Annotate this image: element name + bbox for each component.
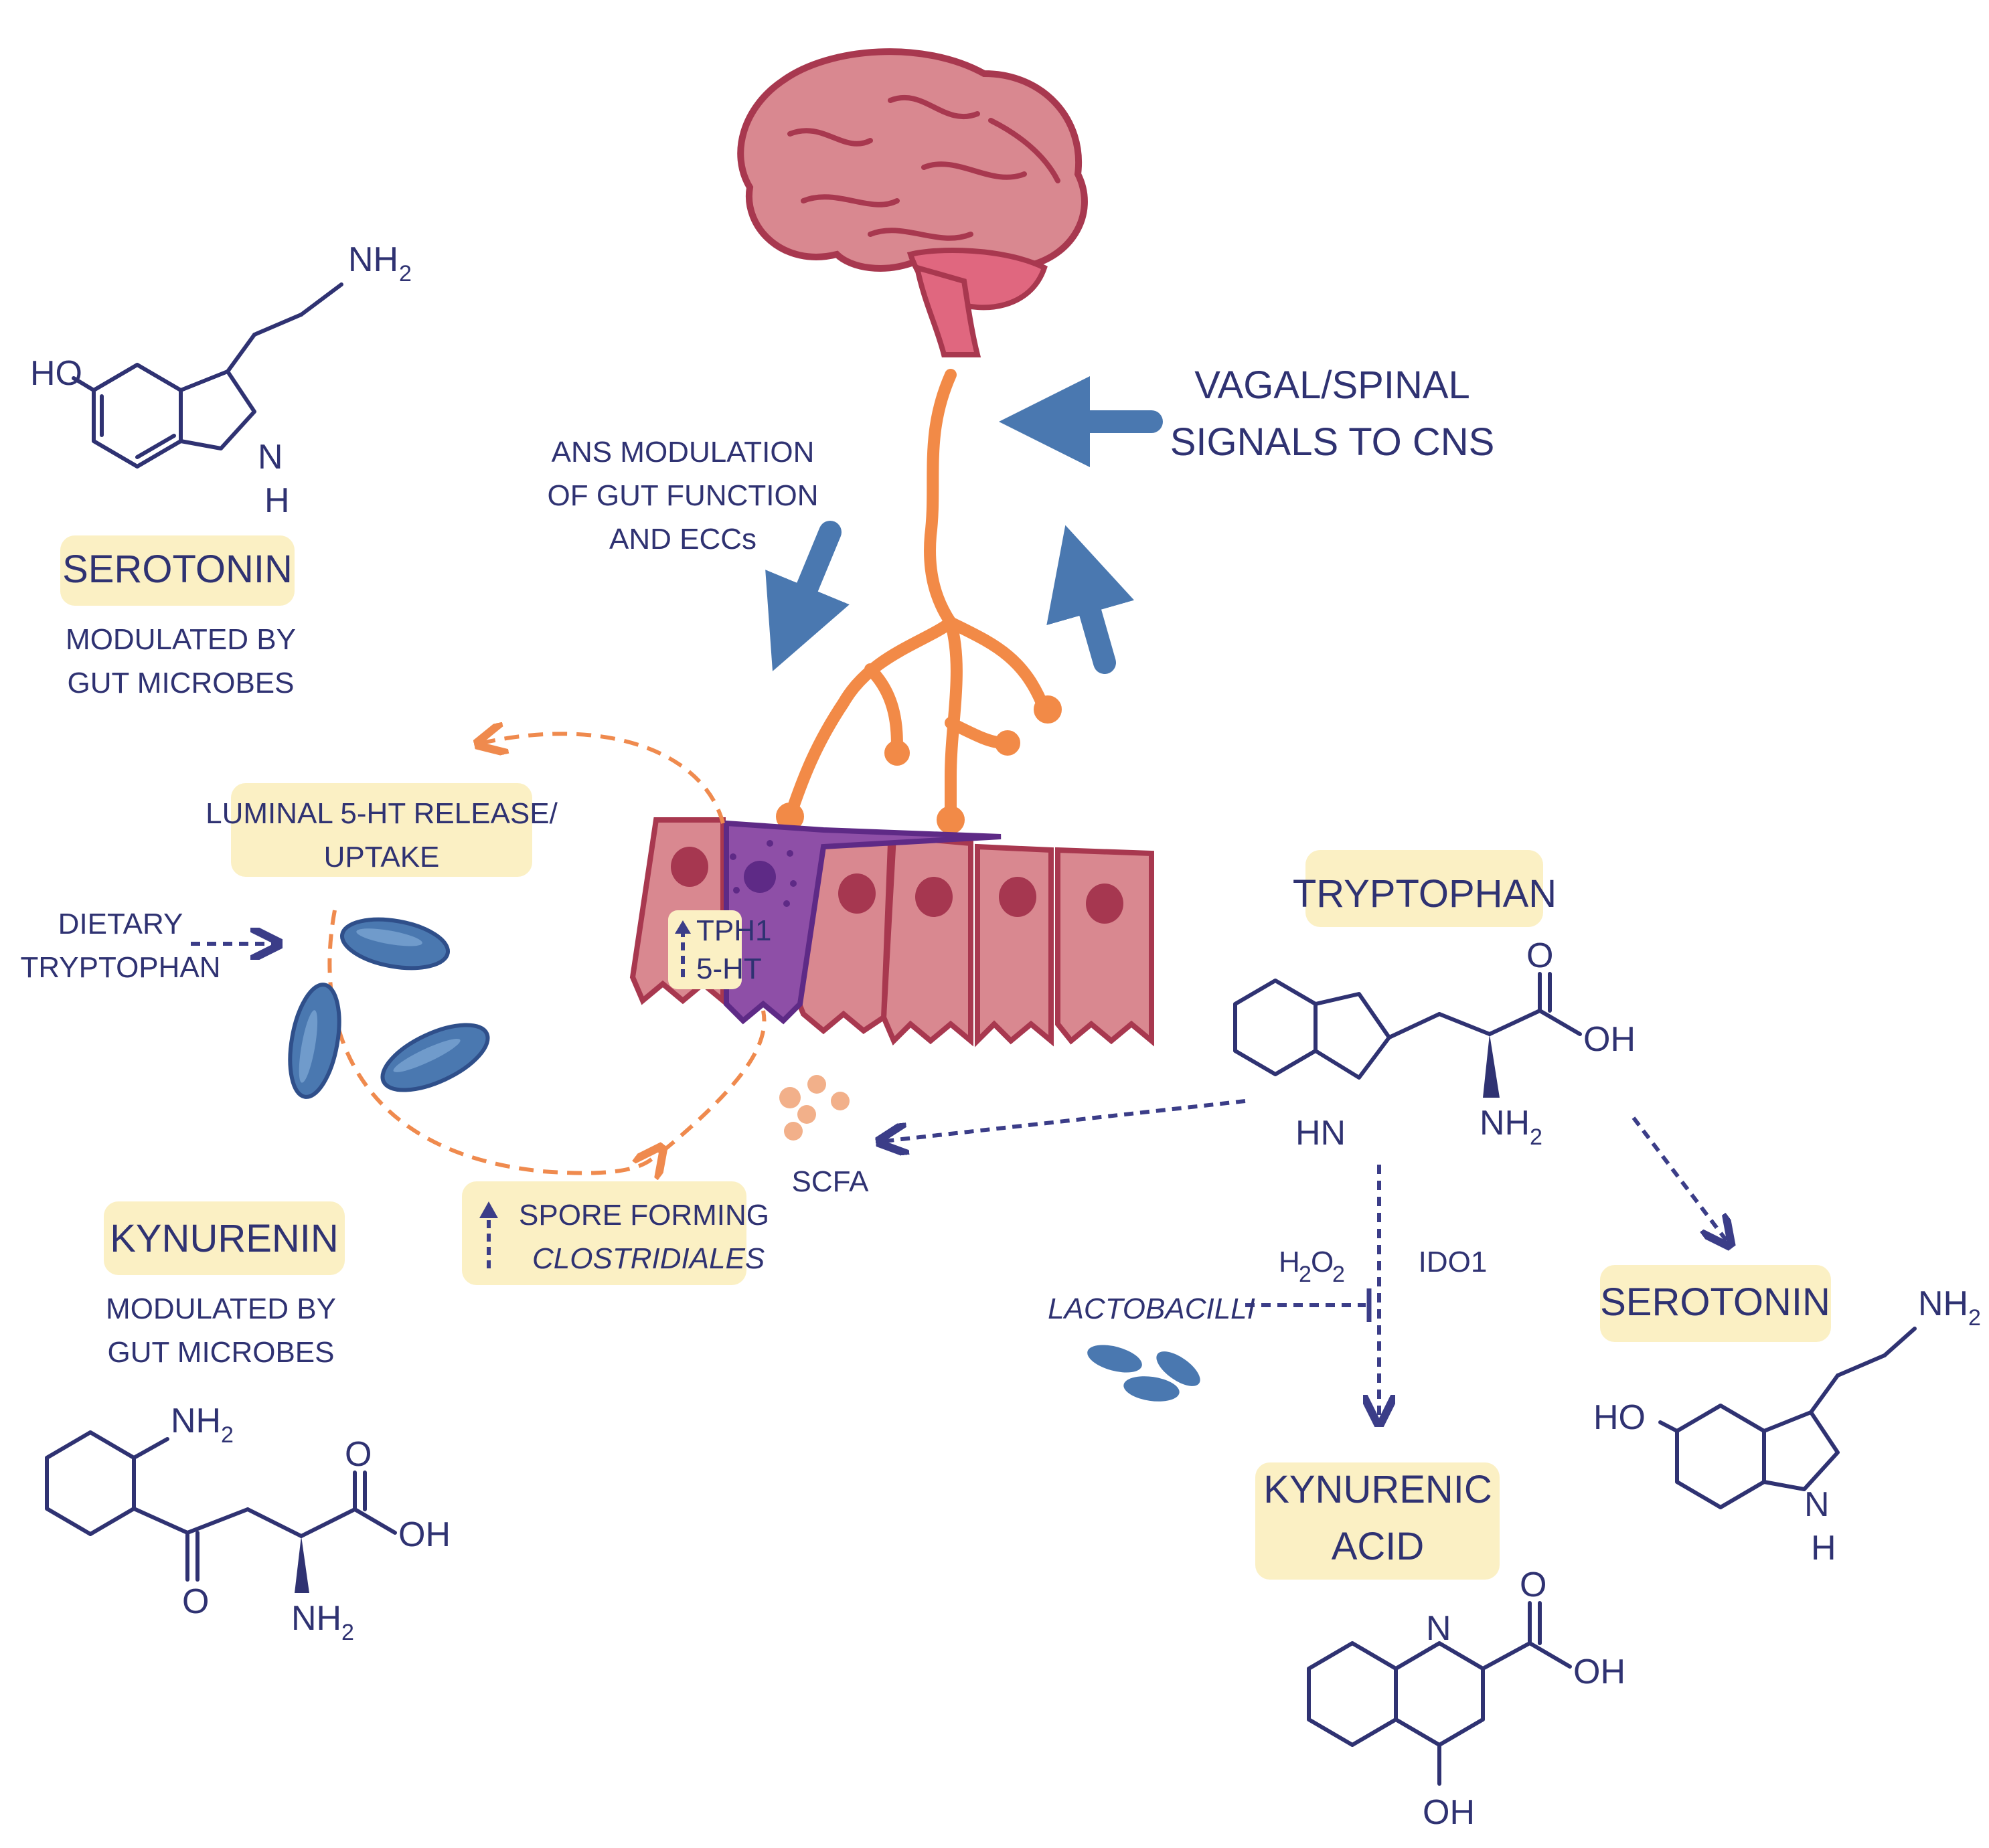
ido1-label: IDO1 xyxy=(1419,1246,1488,1278)
svg-text:NH: NH xyxy=(291,1599,341,1638)
svg-text:2: 2 xyxy=(399,261,412,286)
svg-text:NH: NH xyxy=(348,240,398,279)
serotonin-structure-left: NH 2 HO N H xyxy=(30,240,412,520)
kynurenin-label: KYNURENIN xyxy=(110,1217,339,1260)
gut-bacteria xyxy=(288,917,1200,1402)
scfa-arrow xyxy=(884,1099,1246,1141)
kynurenin-structure: NH 2 O O OH NH 2 xyxy=(45,1402,451,1645)
tryptophan-label: TRYPTOPHAN xyxy=(1293,872,1557,916)
gut-epithelium xyxy=(629,817,1154,1047)
svg-text:2: 2 xyxy=(1299,1262,1311,1287)
svg-text:HO: HO xyxy=(30,354,82,393)
svg-text:H: H xyxy=(264,481,290,520)
ans-arrow xyxy=(765,521,850,671)
clostridiales-label: CLOSTRIDIALES xyxy=(532,1242,765,1275)
svg-text:HO: HO xyxy=(1593,1398,1646,1437)
kynurenic-label-2: ACID xyxy=(1332,1525,1425,1568)
brain-illustration xyxy=(737,48,1088,357)
svg-text:H: H xyxy=(1279,1246,1300,1278)
svg-text:2: 2 xyxy=(341,1620,354,1645)
signal-arrows xyxy=(765,376,1163,674)
kynurenic-acid-structure: N O OH OH xyxy=(1307,1566,1625,1832)
serotonin-structure-right: NH 2 HO N H xyxy=(1593,1284,1981,1568)
svg-text:OH: OH xyxy=(1423,1793,1475,1832)
vagal-label-2: SIGNALS TO CNS xyxy=(1170,420,1495,464)
svg-text:H: H xyxy=(1811,1529,1836,1568)
vagal-label-1: VAGAL/SPINAL xyxy=(1194,363,1470,407)
lactobacilli-label: LACTOBACILLI xyxy=(1048,1292,1255,1325)
modulated-left-1: MODULATED BY xyxy=(66,623,296,656)
svg-text:2: 2 xyxy=(1530,1124,1542,1150)
dietary-label-2: TRYPTOPHAN xyxy=(20,951,220,984)
luminal-label-1: LUMINAL 5-HT RELEASE/ xyxy=(206,797,558,830)
svg-text:N: N xyxy=(1426,1609,1451,1648)
svg-text:HN: HN xyxy=(1295,1114,1346,1153)
svg-text:O: O xyxy=(182,1582,209,1621)
spore-label: SPORE FORMING xyxy=(519,1199,769,1232)
svg-text:NH: NH xyxy=(1918,1284,1968,1323)
modulated-kyn-2: GUT MICROBES xyxy=(107,1336,334,1369)
scfa-dots xyxy=(779,1075,850,1141)
pathway-arrows xyxy=(191,944,1727,1419)
dietary-label-1: DIETARY xyxy=(58,908,183,940)
svg-text:N: N xyxy=(258,438,283,477)
five-ht-label: 5-HT xyxy=(696,952,762,985)
svg-text:O: O xyxy=(1520,1566,1546,1604)
h2o2-label: H 2 O 2 xyxy=(1279,1246,1345,1287)
svg-text:OH: OH xyxy=(1583,1020,1636,1059)
vagal-nerve xyxy=(776,369,1062,834)
tph1-box: TPH1 5-HT xyxy=(668,910,771,989)
svg-text:N: N xyxy=(1804,1485,1830,1524)
svg-text:OH: OH xyxy=(1573,1653,1625,1691)
svg-text:O: O xyxy=(345,1435,372,1474)
svg-text:2: 2 xyxy=(1332,1262,1345,1287)
modulated-left-2: GUT MICROBES xyxy=(67,667,294,699)
svg-text:NH: NH xyxy=(1480,1104,1530,1143)
svg-text:2: 2 xyxy=(221,1422,234,1448)
modulated-kyn-1: MODULATED BY xyxy=(106,1292,336,1325)
afferent-arrow xyxy=(1046,525,1135,674)
tryptophan-structure: O OH NH 2 HN xyxy=(1233,936,1636,1153)
svg-text:O: O xyxy=(1311,1246,1334,1278)
ans-label-1: ANS MODULATION xyxy=(552,436,815,469)
svg-text:O: O xyxy=(1526,936,1553,975)
kynurenic-label-1: KYNURENIC xyxy=(1263,1468,1492,1511)
svg-text:2: 2 xyxy=(1968,1305,1981,1331)
tph1-label: TPH1 xyxy=(696,914,771,947)
svg-text:OH: OH xyxy=(398,1515,451,1554)
ans-label-2: OF GUT FUNCTION xyxy=(548,479,819,512)
svg-text:NH: NH xyxy=(171,1402,221,1440)
ans-label-3: AND ECCs xyxy=(609,523,757,556)
serotonin-left-label: SEROTONIN xyxy=(62,548,293,591)
serotonin-arrow xyxy=(1632,1116,1727,1242)
luminal-label-2: UPTAKE xyxy=(324,841,440,873)
scfa-label: SCFA xyxy=(792,1165,870,1198)
serotonin-right-label: SEROTONIN xyxy=(1600,1280,1830,1324)
